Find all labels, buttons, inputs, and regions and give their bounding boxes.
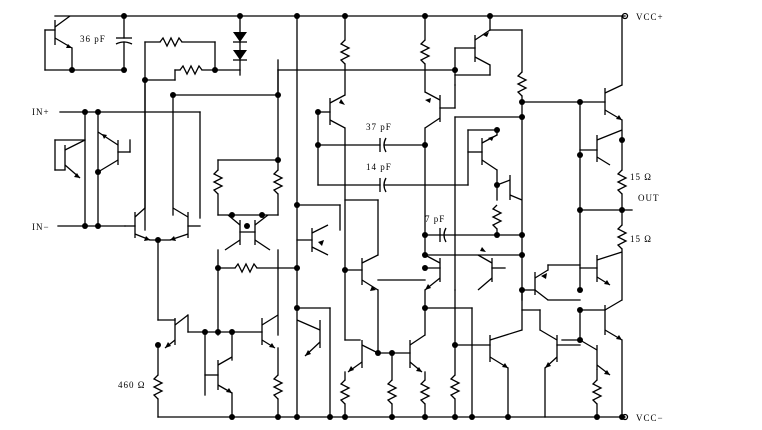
active-load-stage — [212, 59, 298, 336]
res-15-top-label: 15 Ω — [630, 172, 652, 182]
input-differential-pair — [124, 79, 279, 321]
gain-stage — [294, 13, 341, 420]
cap-14pf-label: 14 pF — [366, 162, 392, 172]
bottom-current-sources — [339, 199, 581, 420]
cap-36pf-label: 36 pF — [80, 34, 106, 44]
bias-diode-stack — [233, 13, 247, 76]
vcc-minus-label: VCC− — [636, 413, 664, 423]
out-label: OUT — [638, 193, 660, 203]
output-stage — [521, 15, 633, 420]
bias-current-mirror — [152, 314, 284, 420]
top-left-compensation-network — [44, 13, 241, 231]
cap-7pf-label: 7 pF — [425, 214, 445, 224]
output-driver-stage — [422, 101, 583, 331]
in-minus-label: IN− — [32, 222, 50, 232]
res-460-label: 460 Ω — [118, 380, 145, 390]
miller-capacitors — [315, 111, 469, 193]
in-plus-label: IN+ — [32, 107, 50, 117]
res-15-bottom-label: 15 Ω — [630, 234, 652, 244]
vcc-plus-label: VCC+ — [636, 12, 664, 22]
cap-37pf-label: 37 pF — [366, 122, 392, 132]
output-bias-network — [452, 13, 528, 105]
input-protection-transistors — [54, 109, 131, 229]
level-shift-transistors — [275, 13, 456, 341]
